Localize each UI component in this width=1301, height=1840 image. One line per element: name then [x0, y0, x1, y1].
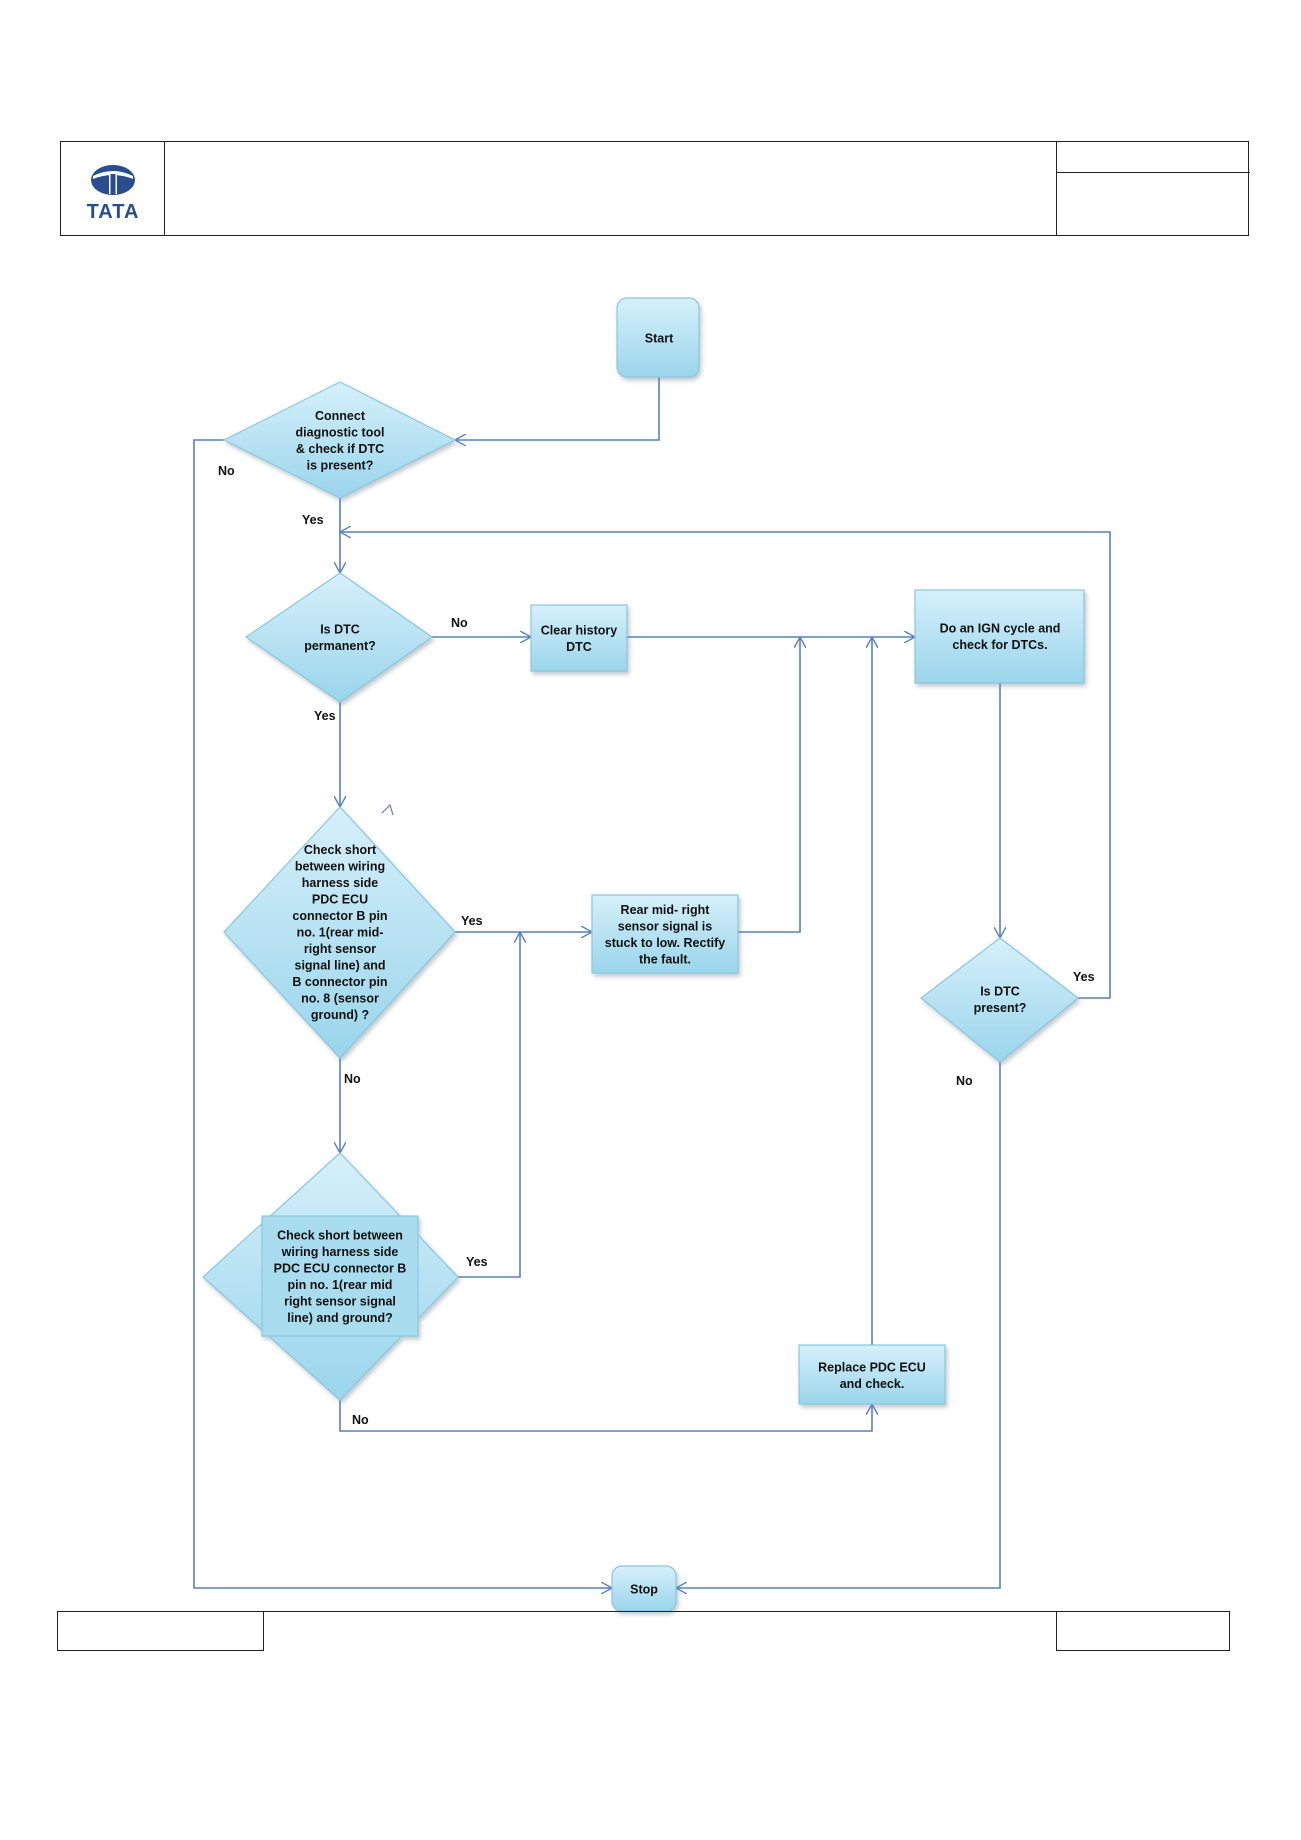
node-line: permanent?	[304, 639, 376, 653]
header-cell-divider	[1056, 172, 1250, 173]
label-b8-no: No	[344, 1072, 361, 1086]
node-line: no. 1(rear mid-	[297, 926, 384, 940]
node-dtc-present	[920, 937, 1079, 1063]
edge-ground-yes-to-rear	[458, 932, 520, 1278]
node-text-replace-ecu: Replace PDC ECU and check.	[818, 1360, 926, 1391]
node-line: Rear mid- right	[621, 903, 711, 917]
footer-line	[264, 1611, 1056, 1612]
header-frame: TATA	[60, 141, 1250, 236]
node-line: signal line) and	[295, 959, 386, 973]
node-line: check for DTCs.	[952, 638, 1047, 652]
logo-wordmark: TATA	[87, 201, 140, 222]
label-connect-no: No	[218, 464, 235, 478]
node-line: Is DTC	[320, 622, 360, 636]
edge-connect-no-to-stop	[193, 439, 612, 1588]
node-permanent	[244, 572, 434, 703]
edge-ground-no-to-replace	[339, 1400, 872, 1432]
node-line: Is DTC	[980, 984, 1020, 998]
node-line: diagnostic tool	[296, 425, 385, 439]
node-line: ground) ?	[311, 1008, 369, 1022]
tata-emblem-icon	[91, 165, 135, 195]
footer-right-cell	[1056, 1611, 1230, 1651]
node-check-short-b8	[223, 806, 456, 1059]
node-line: DTC	[566, 640, 592, 654]
node-replace-ecu	[798, 1344, 946, 1405]
node-text-permanent: Is DTC permanent?	[304, 622, 376, 653]
footer-left-cell	[57, 1611, 264, 1651]
node-text-stop: Stop	[630, 1583, 658, 1597]
label-connect-yes: Yes	[302, 513, 324, 527]
node-line: wiring harness side	[281, 1245, 399, 1259]
node-text-start: Start	[645, 332, 674, 346]
node-line: no. 8 (sensor	[301, 992, 379, 1006]
node-line: stuck to low. Rectify	[605, 936, 725, 950]
node-text-rear-mid-right: Rear mid- right sensor signal is stuck to …	[605, 903, 725, 967]
edge-present-no-to-stop	[676, 1062, 1001, 1588]
node-line: present?	[974, 1001, 1027, 1015]
node-line: PDC ECU connector B	[274, 1261, 407, 1275]
edge-labels: No Yes No Yes Yes No Yes No Yes No	[218, 464, 1095, 1427]
node-line: connector B pin	[292, 909, 387, 923]
node-line: Stop	[630, 1583, 658, 1597]
tata-logo: TATA	[87, 165, 140, 222]
node-line: Start	[645, 332, 674, 346]
node-line: sensor signal is	[618, 919, 713, 933]
edge-present-yes-loop	[340, 532, 1111, 999]
node-line: B connector pin	[292, 975, 387, 989]
node-line: and check.	[840, 1377, 905, 1391]
label-permanent-yes: Yes	[314, 709, 336, 723]
header-divider-right	[1056, 142, 1057, 235]
edge-start-to-connect	[455, 377, 660, 440]
node-text-ign-cycle: Do an IGN cycle and check for DTCs.	[940, 621, 1061, 652]
node-line: PDC ECU	[312, 893, 368, 907]
node-line: the fault.	[639, 952, 691, 966]
node-line: Clear history	[541, 623, 617, 637]
node-text-dtc-present: Is DTC present?	[974, 984, 1027, 1015]
node-line: Check short	[304, 843, 377, 857]
node-rear-mid-right	[591, 894, 739, 974]
label-ground-yes: Yes	[466, 1255, 488, 1269]
label-present-yes: Yes	[1073, 970, 1095, 984]
node-check-short-ground-box	[261, 1215, 419, 1337]
node-line: line) and ground?	[287, 1311, 393, 1325]
node-line: Do an IGN cycle and	[940, 621, 1061, 635]
node-line: harness side	[302, 876, 378, 890]
node-line: is present?	[307, 458, 374, 472]
node-line: right sensor signal	[284, 1294, 396, 1308]
node-connect	[222, 381, 457, 499]
node-line: & check if DTC	[296, 442, 384, 456]
node-line: between wiring	[295, 860, 385, 874]
node-line: Replace PDC ECU	[818, 1360, 926, 1374]
node-line: Check short between	[277, 1228, 403, 1242]
node-start	[616, 297, 700, 378]
node-line: Connect	[315, 409, 366, 423]
stray-caret-mark	[381, 803, 394, 816]
node-line: pin no. 1(rear mid	[288, 1278, 393, 1292]
nodes	[202, 297, 1085, 1612]
edges	[193, 377, 1111, 1588]
node-ign-cycle	[914, 589, 1085, 684]
label-ground-no: No	[352, 1413, 369, 1427]
label-permanent-no: No	[451, 616, 468, 630]
node-line: right sensor	[304, 942, 376, 956]
label-present-no: No	[956, 1074, 973, 1088]
label-b8-yes: Yes	[461, 914, 483, 928]
edge-rear-to-ign	[738, 637, 800, 933]
header-divider-left	[164, 142, 165, 235]
node-clear-history	[530, 604, 628, 672]
node-text-connect: Connect diagnostic tool & check if DTC is p…	[296, 409, 385, 473]
